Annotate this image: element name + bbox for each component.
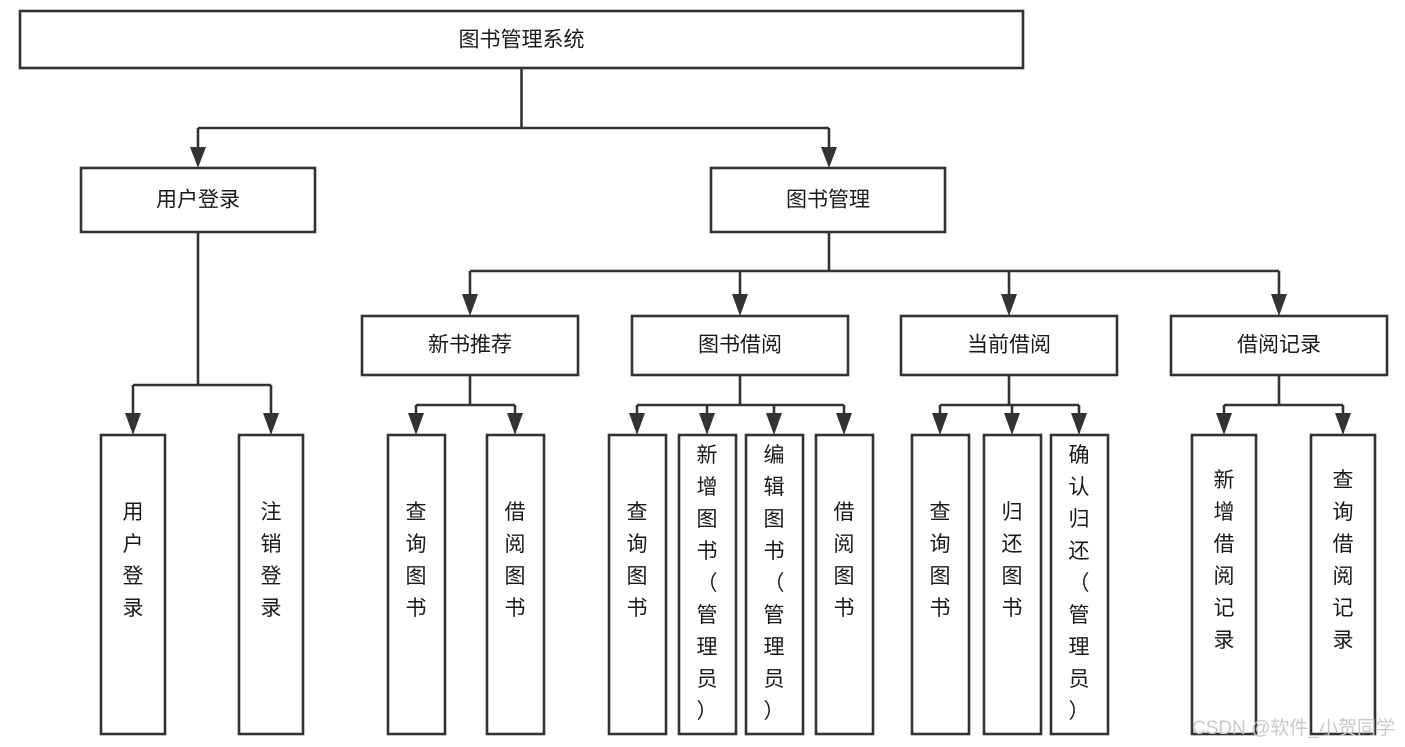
- node-borrow-record-label: 借阅记录: [1237, 334, 1321, 357]
- node-current-borrow[interactable]: 当前借阅: [899, 314, 1119, 377]
- node-leaf-return-book[interactable]: 归还图书: [982, 433, 1043, 736]
- node-leaf-return-book-box[interactable]: [982, 433, 1043, 736]
- node-leaf-query-book-2-box[interactable]: [607, 433, 668, 736]
- node-root[interactable]: 图书管理系统: [18, 9, 1025, 70]
- arrow-head-new-book-recommend: [462, 294, 478, 316]
- node-leaf-query-book-3[interactable]: 查询图书: [910, 433, 971, 736]
- node-leaf-add-borrow-record-label: 新增借阅记录: [1214, 469, 1235, 652]
- arrow-head-leaf-borrow-book-1: [507, 413, 523, 435]
- arrow-head-leaf-add-book-admin: [699, 413, 715, 435]
- arrow-head-leaf-borrow-book-2: [836, 413, 852, 435]
- node-leaf-query-book-1-label: 查询图书: [406, 501, 427, 620]
- connectors-root-to-level2: [190, 68, 837, 168]
- csdn-watermark: CSDN @软件_小贺同学: [1192, 717, 1395, 739]
- node-leaf-query-book-3-label: 查询图书: [930, 501, 951, 620]
- node-root-label: 图书管理系统: [459, 29, 585, 52]
- node-leaf-logout-login-label: 注销登录: [261, 501, 282, 620]
- node-leaf-edit-book-admin[interactable]: 编辑图书（管理员）: [744, 433, 805, 736]
- arrow-head-leaf-add-borrow-record: [1216, 413, 1232, 435]
- node-borrow-record[interactable]: 借阅记录: [1169, 314, 1389, 377]
- arrow-head-leaf-user-login: [125, 413, 141, 435]
- arrow-head-leaf-query-book-2: [629, 413, 645, 435]
- arrow-head-leaf-query-borrow-record: [1335, 413, 1351, 435]
- node-leaf-query-book-1[interactable]: 查询图书: [386, 433, 447, 736]
- node-leaf-add-book-admin-label: 新增图书（管理员）: [697, 444, 718, 723]
- node-user-login-label: 用户登录: [156, 189, 240, 212]
- arrow-head-book-manage: [821, 147, 837, 168]
- node-leaf-edit-book-admin-box[interactable]: [744, 433, 805, 736]
- node-book-borrow[interactable]: 图书借阅: [630, 314, 850, 377]
- node-leaf-return-book-label: 归还图书: [1002, 501, 1023, 620]
- node-leaf-add-book-admin[interactable]: 新增图书（管理员）: [677, 433, 738, 736]
- node-leaf-query-borrow-record-box[interactable]: [1309, 433, 1377, 736]
- arrow-head-leaf-query-book-1: [408, 413, 424, 435]
- arrow-head-user-login: [190, 147, 206, 168]
- arrow-head-leaf-confirm-return-admin: [1071, 413, 1087, 435]
- node-leaf-user-login-box[interactable]: [99, 433, 167, 736]
- arrow-head-borrow-record: [1271, 294, 1287, 316]
- node-leaf-query-book-3-box[interactable]: [910, 433, 971, 736]
- node-leaf-logout-login-box[interactable]: [237, 433, 305, 736]
- node-user-login[interactable]: 用户登录: [79, 166, 317, 234]
- node-leaf-add-borrow-record[interactable]: 新增借阅记录: [1190, 433, 1258, 736]
- node-book-manage[interactable]: 图书管理: [709, 166, 947, 234]
- node-book-manage-label: 图书管理: [786, 189, 870, 212]
- node-leaf-borrow-book-1[interactable]: 借阅图书: [485, 433, 546, 736]
- node-leaf-edit-book-admin-label: 编辑图书（管理员）: [764, 444, 785, 723]
- node-leaf-logout-login[interactable]: 注销登录: [237, 433, 305, 736]
- node-current-borrow-label: 当前借阅: [967, 334, 1051, 357]
- node-new-book-recommend[interactable]: 新书推荐: [360, 314, 580, 377]
- node-new-book-recommend-label: 新书推荐: [428, 334, 512, 357]
- node-leaf-add-borrow-record-box[interactable]: [1190, 433, 1258, 736]
- arrow-head-book-borrow: [732, 294, 748, 316]
- node-leaf-query-book-1-box[interactable]: [386, 433, 447, 736]
- node-leaf-confirm-return-admin[interactable]: 确认归还（管理员）: [1049, 433, 1110, 736]
- node-leaf-confirm-return-admin-box[interactable]: [1049, 433, 1110, 736]
- connectors-book-manage-to-level3: [462, 232, 1287, 316]
- connectors-user-login-to-leaves: [125, 232, 279, 435]
- connectors-current-borrow-to-leaves: [932, 375, 1087, 435]
- node-leaf-add-book-admin-box[interactable]: [677, 433, 738, 736]
- connectors-borrow-record-to-leaves: [1216, 375, 1351, 435]
- node-leaf-query-book-2-label: 查询图书: [627, 501, 648, 620]
- node-borrow-record-box[interactable]: [1169, 314, 1389, 377]
- node-root-box[interactable]: [18, 9, 1025, 70]
- node-leaf-borrow-book-2-box[interactable]: [814, 433, 875, 736]
- arrow-head-leaf-logout-login: [263, 413, 279, 435]
- node-leaf-query-book-2[interactable]: 查询图书: [607, 433, 668, 736]
- node-new-book-recommend-box[interactable]: [360, 314, 580, 377]
- node-current-borrow-box[interactable]: [899, 314, 1119, 377]
- node-leaf-query-borrow-record-label: 查询借阅记录: [1333, 469, 1354, 652]
- connectors-new-book-recommend-to-leaves: [408, 375, 523, 435]
- arrow-head-leaf-edit-book-admin: [766, 413, 782, 435]
- connectors-book-borrow-to-leaves: [629, 375, 852, 435]
- node-book-manage-box[interactable]: [709, 166, 947, 234]
- arrow-head-leaf-return-book: [1004, 413, 1020, 435]
- arrow-head-leaf-query-book-3: [932, 413, 948, 435]
- node-user-login-box[interactable]: [79, 166, 317, 234]
- node-leaf-query-borrow-record[interactable]: 查询借阅记录: [1309, 433, 1377, 736]
- node-book-borrow-box[interactable]: [630, 314, 850, 377]
- node-leaf-borrow-book-1-box[interactable]: [485, 433, 546, 736]
- arrow-head-current-borrow: [1001, 294, 1017, 316]
- node-leaf-confirm-return-admin-label: 确认归还（管理员）: [1069, 444, 1090, 723]
- node-leaf-borrow-book-2[interactable]: 借阅图书: [814, 433, 875, 736]
- node-leaf-user-login[interactable]: 用户登录: [99, 433, 167, 736]
- node-leaf-borrow-book-2-label: 借阅图书: [834, 501, 855, 620]
- node-book-borrow-label: 图书借阅: [698, 334, 782, 357]
- node-leaf-user-login-label: 用户登录: [123, 501, 144, 620]
- node-leaf-borrow-book-1-label: 借阅图书: [505, 501, 526, 620]
